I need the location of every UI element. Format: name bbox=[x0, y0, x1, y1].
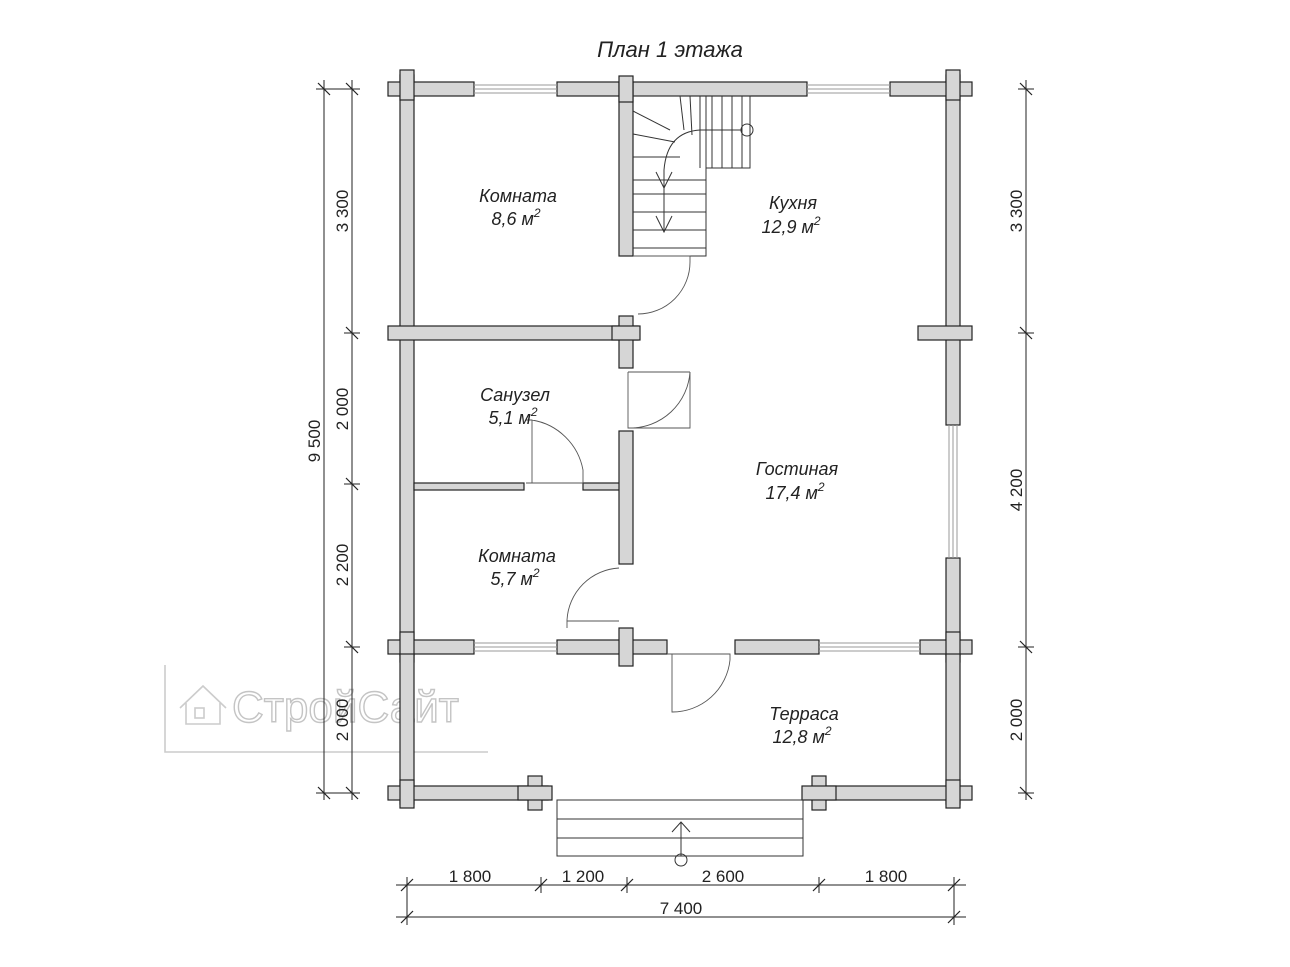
entrance-steps bbox=[556, 799, 804, 867]
watermark-text: СтройСайт bbox=[232, 683, 459, 732]
room-name: Комната bbox=[478, 546, 556, 566]
dim-right-3: 2 000 bbox=[1007, 699, 1026, 742]
room-area: 5,7 м2 bbox=[490, 566, 539, 589]
dim-left-2: 2 000 bbox=[333, 388, 352, 431]
room-sanuzel: Санузел 5,1 м2 bbox=[480, 385, 550, 428]
dim-left-3: 2 200 bbox=[333, 544, 352, 587]
room-kukhnya: Кухня 12,9 м2 bbox=[761, 193, 820, 237]
stairs bbox=[632, 95, 754, 257]
dim-left-total: 9 500 bbox=[305, 420, 324, 463]
room-area: 8,6 м2 bbox=[491, 206, 540, 229]
left-dimensions: 9 500 3 300 2 000 2 200 2 000 bbox=[305, 80, 360, 800]
room-komnata-1: Комната 8,6 м2 bbox=[479, 186, 557, 229]
room-area: 12,9 м2 bbox=[761, 214, 820, 237]
room-komnata-2: Комната 5,7 м2 bbox=[478, 546, 556, 589]
house-logo-icon bbox=[179, 684, 227, 725]
room-name: Терраса bbox=[769, 704, 838, 724]
windows bbox=[474, 84, 958, 652]
doors bbox=[526, 255, 731, 713]
dim-bottom-total: 7 400 bbox=[660, 899, 703, 918]
dim-right-2: 4 200 bbox=[1007, 469, 1026, 512]
room-area: 5,1 м2 bbox=[488, 405, 537, 428]
room-name: Санузел bbox=[480, 385, 550, 405]
room-area: 12,8 м2 bbox=[772, 724, 831, 747]
dim-left-1: 3 300 bbox=[333, 190, 352, 233]
dim-bottom-2: 1 200 bbox=[562, 867, 605, 886]
room-name: Кухня bbox=[769, 193, 817, 213]
dim-bottom-4: 1 800 bbox=[865, 867, 908, 886]
walls bbox=[387, 69, 973, 811]
room-labels: Комната 8,6 м2 Кухня 12,9 м2 Санузел 5,1… bbox=[478, 186, 839, 747]
room-area: 17,4 м2 bbox=[765, 480, 824, 503]
room-gostinaya: Гостиная 17,4 м2 bbox=[756, 459, 839, 503]
right-dimensions: 3 300 4 200 2 000 bbox=[1007, 80, 1034, 800]
watermark: СтройСайт bbox=[164, 665, 488, 753]
plan-title: План 1 этажа bbox=[597, 37, 743, 62]
room-name: Гостиная bbox=[756, 459, 839, 479]
dim-right-1: 3 300 bbox=[1007, 190, 1026, 233]
room-terrasa: Терраса 12,8 м2 bbox=[769, 704, 838, 747]
bottom-dimensions: 1 800 1 200 2 600 1 800 7 400 bbox=[396, 867, 966, 925]
dim-bottom-3: 2 600 bbox=[702, 867, 745, 886]
dim-bottom-1: 1 800 bbox=[449, 867, 492, 886]
room-name: Комната bbox=[479, 186, 557, 206]
dim-left-4: 2 000 bbox=[333, 699, 352, 742]
